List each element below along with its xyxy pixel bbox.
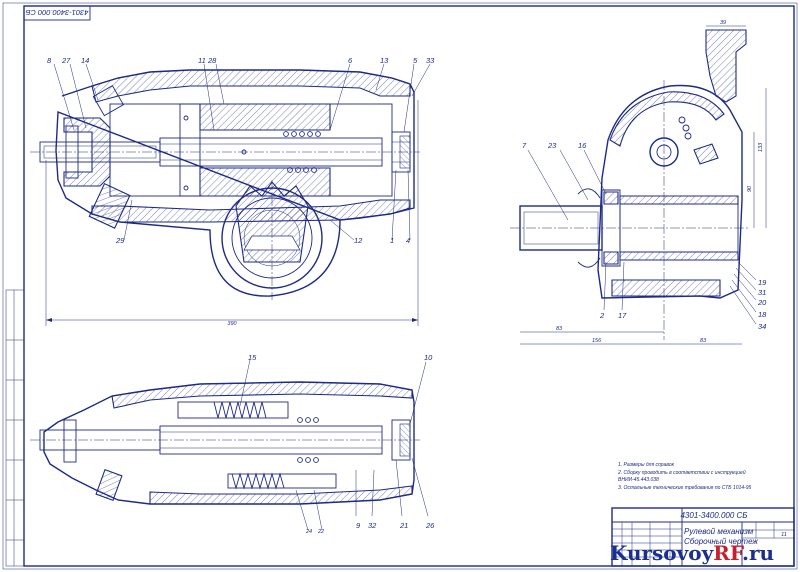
dim-133-text: 133 xyxy=(758,142,764,152)
dim-83b-text: 83 xyxy=(700,338,707,344)
callout-20: 20 xyxy=(757,298,767,307)
callout-19: 19 xyxy=(758,278,767,287)
callout-21: 21 xyxy=(399,521,408,530)
dimension-390-text: 390 xyxy=(227,321,237,327)
callout-27: 27 xyxy=(61,56,71,65)
callout-7: 7 xyxy=(522,141,527,150)
callout-13: 13 xyxy=(380,56,389,65)
section-view-cross: 39 133 90 83 156 83 xyxy=(510,20,767,345)
lower-balls xyxy=(297,417,319,463)
note-2: 2. Сборку проводить в соответствии с инс… xyxy=(617,469,746,476)
title-sheet-number: 11 xyxy=(781,532,787,538)
callout-11: 11 xyxy=(198,56,206,65)
callout-32: 32 xyxy=(368,521,377,530)
callout-31: 31 xyxy=(758,288,766,297)
callout-17: 17 xyxy=(618,311,627,320)
ball-circuit xyxy=(283,131,321,173)
control-valve-body xyxy=(63,117,111,187)
callouts-view1 xyxy=(53,63,431,241)
mounting-bracket xyxy=(705,29,747,103)
title-name-line2: Сборочный чертеж xyxy=(684,537,758,546)
callout-29: 29 xyxy=(115,236,125,245)
callout-24: 24 xyxy=(305,529,312,535)
callout-28: 28 xyxy=(207,56,217,65)
callout-18: 18 xyxy=(758,310,767,319)
callout-4: 4 xyxy=(406,236,410,245)
title-name-line1: Рулевой механизм xyxy=(684,527,754,536)
callout-12: 12 xyxy=(354,236,363,245)
piston xyxy=(199,103,331,131)
rotated-code-stamp: 4301-3400.000 СБ xyxy=(23,5,91,21)
bypass-valve xyxy=(88,182,131,229)
callout-labels-view3: 7 23 16 19 31 20 18 34 2 17 xyxy=(522,141,767,331)
watermark-part3: .ru xyxy=(742,541,774,565)
callout-6: 6 xyxy=(348,56,353,65)
callout-34: 34 xyxy=(758,322,766,331)
technical-notes: 1. Размеры для справок 2. Сборку проводи… xyxy=(617,462,751,491)
callout-5: 5 xyxy=(413,56,418,65)
valve-spring-upper xyxy=(177,401,289,419)
callouts-view2 xyxy=(239,359,429,531)
section-view-lower xyxy=(30,381,420,505)
callout-9: 9 xyxy=(356,521,361,530)
ball-screw xyxy=(159,137,383,167)
callouts-view3 xyxy=(527,149,757,325)
dim-83a-text: 83 xyxy=(556,326,563,332)
callout-33: 33 xyxy=(426,56,435,65)
rotated-code-text: 4301-3400.000 СБ xyxy=(25,8,88,17)
title-block: 4301-3400.000 СБ Рулевой механизм Сбороч… xyxy=(611,507,795,567)
callout-26: 26 xyxy=(425,521,435,530)
dim-39-text: 39 xyxy=(720,20,726,26)
dim-90-text: 90 xyxy=(747,185,753,192)
note-1: 1. Размеры для справок xyxy=(618,462,675,468)
watermark-part1: Kursovoy xyxy=(610,541,715,565)
title-code: 4301-3400.000 СБ xyxy=(680,511,747,520)
svg-text:KursovoyRF.ru: KursovoyRF.ru xyxy=(610,541,774,565)
dimension-390: 390 xyxy=(45,100,419,327)
callout-labels-view2: 15 10 24 22 9 32 21 26 xyxy=(248,353,435,535)
watermark-part2: RF xyxy=(713,541,744,565)
section-view-main: 390 xyxy=(30,69,420,327)
housing-wall-top xyxy=(91,69,411,103)
callout-1: 1 xyxy=(390,236,394,245)
inlet-fitting xyxy=(92,84,125,117)
callout-14: 14 xyxy=(81,56,89,65)
watermark-logo: KursovoyRF.ru xyxy=(610,541,774,565)
note-2b: ВНИИ-45.443.038 xyxy=(618,477,659,483)
cross-body-outline xyxy=(597,84,743,299)
callout-23: 23 xyxy=(547,141,557,150)
callout-8: 8 xyxy=(47,56,52,65)
callout-10: 10 xyxy=(424,353,433,362)
note-3: 3. Остальные технические требования по С… xyxy=(618,485,751,491)
callout-16: 16 xyxy=(578,141,587,150)
callout-15: 15 xyxy=(248,353,257,362)
callout-labels-view1: 8 27 14 11 28 6 13 5 33 29 12 1 4 xyxy=(47,56,435,245)
callout-2: 2 xyxy=(599,311,605,320)
valve-spring-lower xyxy=(227,472,337,490)
callout-22: 22 xyxy=(317,529,324,535)
dim-156-text: 156 xyxy=(592,338,602,344)
